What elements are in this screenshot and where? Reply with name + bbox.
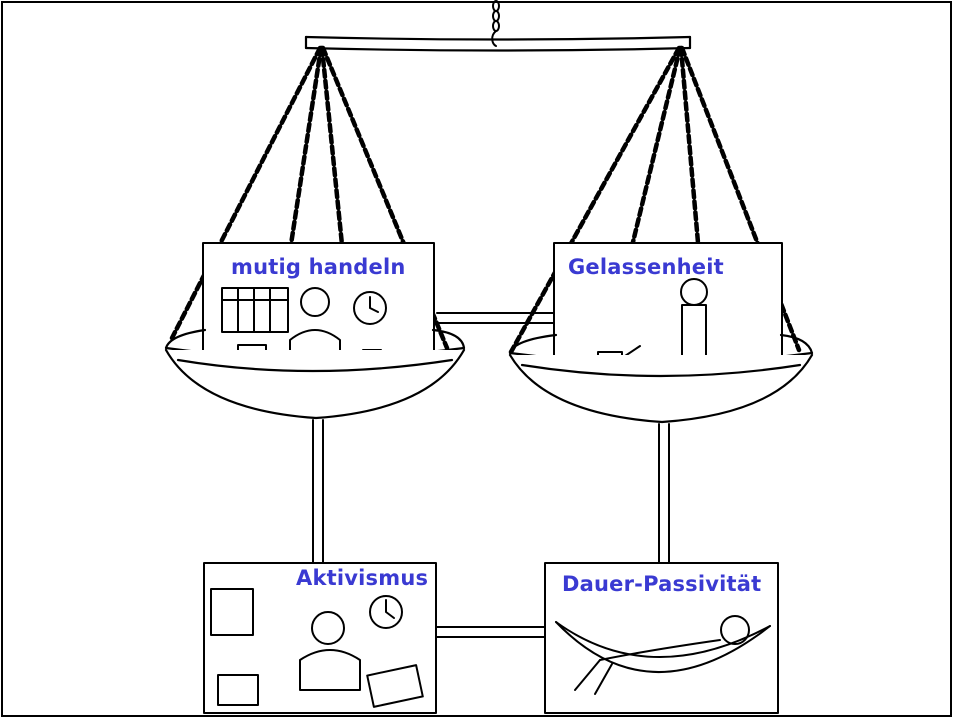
scale-frame [312, 312, 670, 638]
card-dauer-passivitaet [544, 562, 779, 714]
left-scale-pan [164, 328, 466, 420]
label-aktivismus: Aktivismus [296, 566, 429, 590]
label-gelassenheit: Gelassenheit [568, 255, 724, 279]
scale-beam [304, 35, 692, 52]
card-aktivismus [203, 562, 437, 714]
label-dauer-passivitaet: Dauer-Passivität [562, 572, 762, 596]
label-mutig-handeln: mutig handeln [231, 255, 406, 279]
right-scale-pan [508, 333, 814, 424]
